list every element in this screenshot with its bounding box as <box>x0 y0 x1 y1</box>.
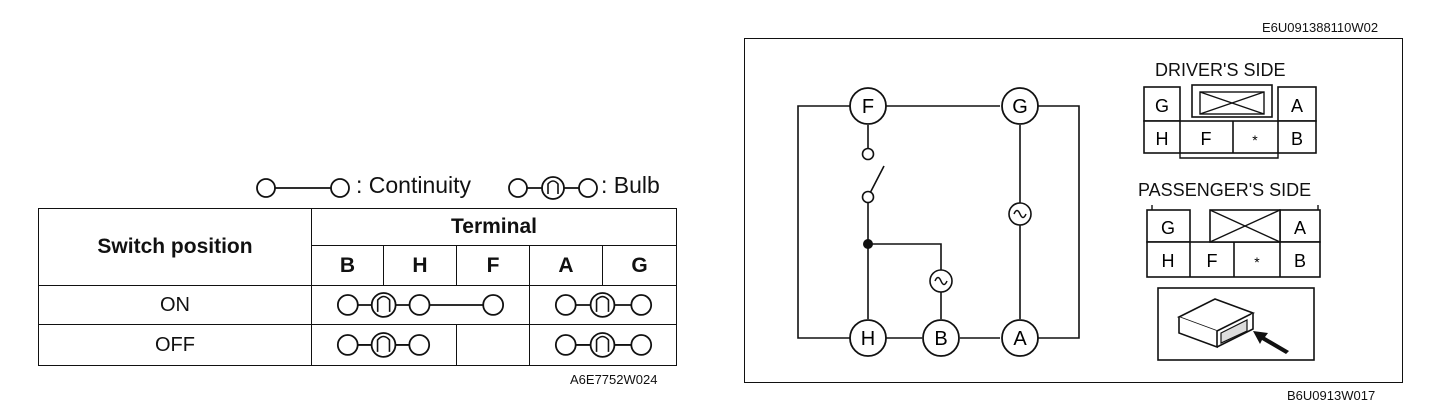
circuit-schematic: F G H B A <box>797 87 1080 357</box>
terminal-a: A <box>1001 319 1039 357</box>
on-bhf-symbol <box>336 292 505 319</box>
table-row-on: ON <box>38 285 678 326</box>
drivers-pin-g: G <box>1155 96 1169 116</box>
drivers-pin-h: H <box>1156 129 1169 149</box>
continuity-label: : Continuity <box>356 172 472 198</box>
terminal-header-f: F <box>456 245 530 287</box>
bottom-figure-code: B6U0913W017 <box>1287 388 1376 403</box>
right-diagram-frame <box>744 38 1403 383</box>
bulb-icon-b <box>929 269 953 293</box>
off-bh-connection <box>311 324 457 366</box>
terminal-g: G <box>1001 87 1039 125</box>
passengers-side-connector: G A H F * B <box>1146 205 1321 278</box>
on-ag-connection <box>528 285 678 326</box>
terminal-h: H <box>849 319 887 357</box>
drivers-side-connector: G A H F * B <box>1143 84 1317 159</box>
passengers-pin-star: * <box>1254 254 1260 270</box>
off-f-empty <box>456 324 530 366</box>
switch-continuity-table: Switch position Terminal B H F A G ON <box>38 207 678 366</box>
off-ag-symbol <box>554 332 653 358</box>
terminal-f: F <box>849 87 887 125</box>
terminal-b: B <box>922 319 960 357</box>
drivers-pin-star: * <box>1252 132 1258 148</box>
passengers-pin-h: H <box>1162 251 1175 271</box>
terminal-label-g: G <box>1012 96 1028 118</box>
on-bhf-connection <box>311 285 530 326</box>
terminal-header-a: A <box>529 245 603 287</box>
header-terminal: Terminal <box>310 207 678 247</box>
drivers-pin-a: A <box>1291 96 1303 116</box>
top-figure-code: E6U091388110W02 <box>1262 20 1379 35</box>
connector-block-icon <box>1176 298 1256 349</box>
drivers-pin-f: F <box>1201 129 1212 149</box>
terminal-header-h: H <box>383 245 457 287</box>
drivers-pin-b: B <box>1291 129 1303 149</box>
drivers-side-title: DRIVER'S SIDE <box>1155 60 1286 80</box>
header-switch-position: Switch position <box>38 207 312 287</box>
passengers-side-title: PASSENGER'S SIDE <box>1138 180 1312 200</box>
passengers-pin-a: A <box>1294 218 1306 238</box>
bulb-label: : Bulb <box>601 172 660 198</box>
row-label-on: ON <box>38 285 312 326</box>
bulb-symbol-icon <box>508 176 598 200</box>
terminal-header-g: G <box>601 245 678 287</box>
row-label-off: OFF <box>38 324 312 366</box>
terminal-label-a: A <box>1013 328 1027 350</box>
passengers-pin-f: F <box>1207 251 1218 271</box>
table-row-off: OFF <box>38 324 678 366</box>
continuity-symbol-icon <box>256 178 350 198</box>
terminal-label-h: H <box>861 328 875 350</box>
bulb-icon-g <box>1008 202 1032 226</box>
passengers-pin-b: B <box>1294 251 1306 271</box>
connector-illustration <box>1157 287 1315 361</box>
off-ag-connection <box>528 324 678 366</box>
terminal-label-b: B <box>934 328 947 350</box>
passengers-pin-g: G <box>1161 218 1175 238</box>
junction-dot <box>863 239 873 249</box>
on-ag-symbol <box>554 292 653 318</box>
legend: : Continuity : Bulb <box>255 170 685 204</box>
terminal-label-f: F <box>862 96 874 118</box>
terminal-header-b: B <box>311 245 384 287</box>
arrow-icon <box>1253 331 1289 354</box>
off-bh-symbol <box>336 332 431 358</box>
left-figure-code: A6E7752W024 <box>570 372 658 387</box>
